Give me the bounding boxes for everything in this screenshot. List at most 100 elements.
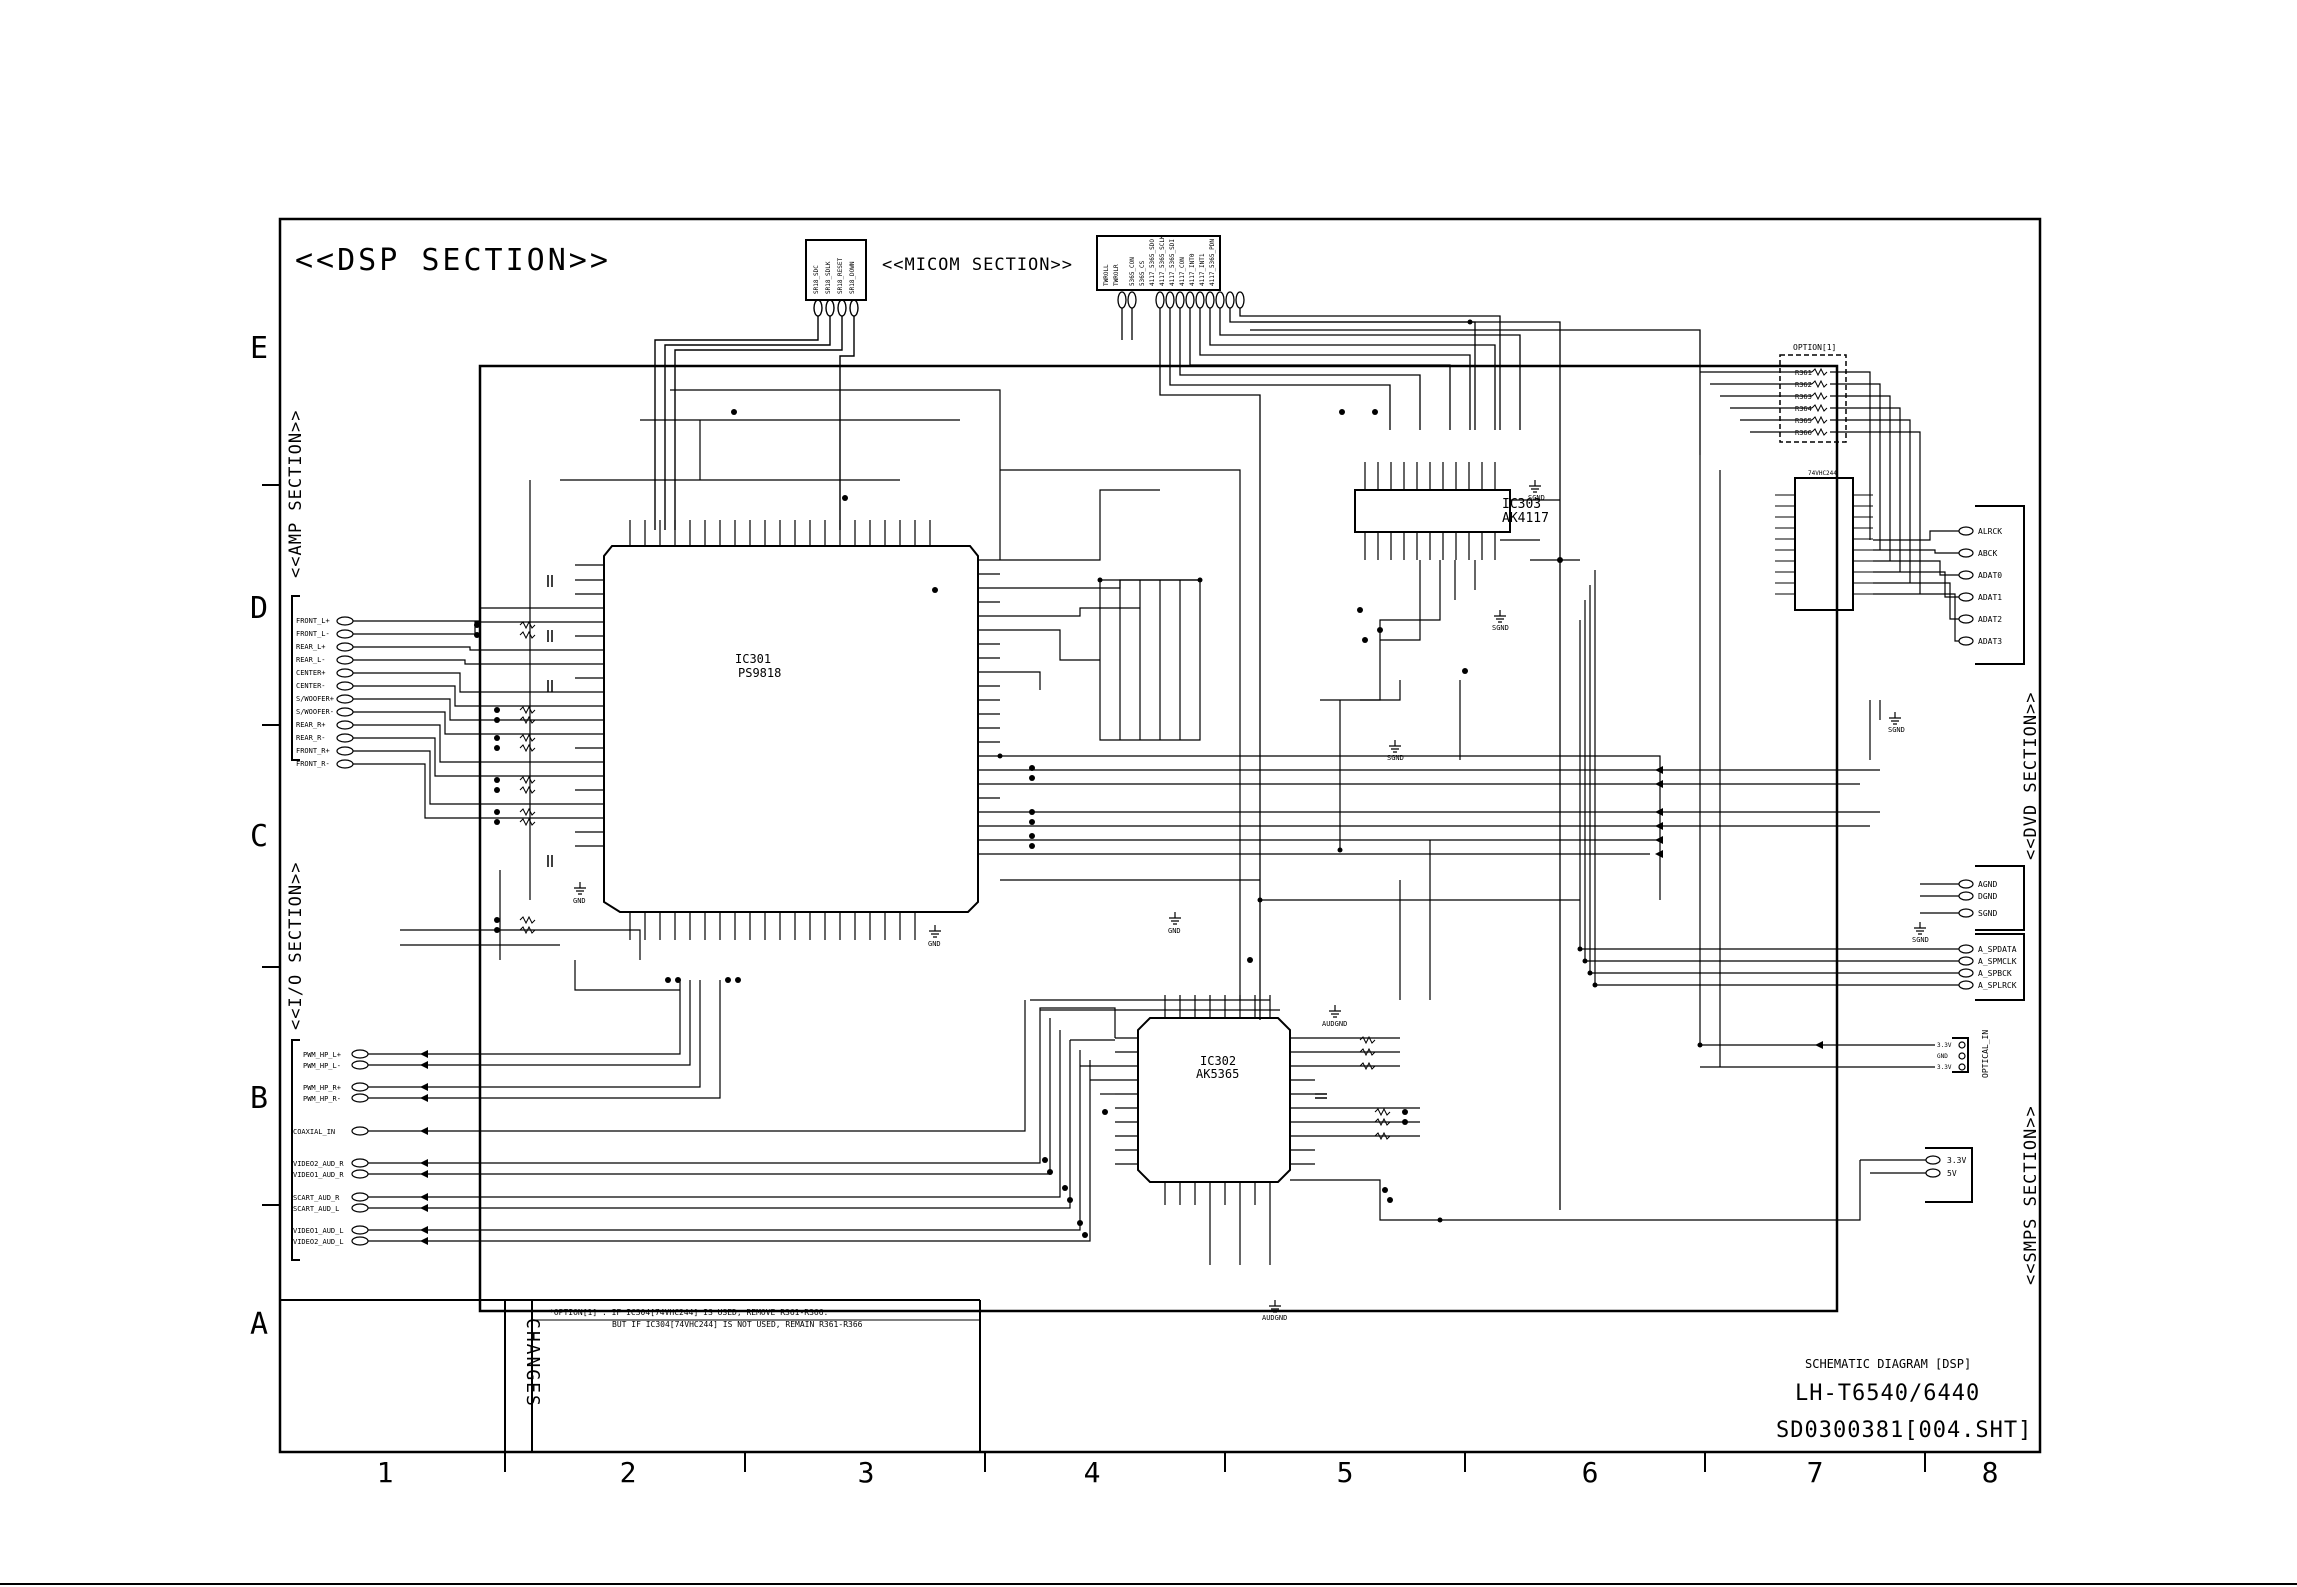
changes-label: CHANGES xyxy=(522,1318,543,1408)
svg-text:SCART_AUD_R: SCART_AUD_R xyxy=(293,1194,340,1202)
changes-block: CHANGES *OPTION[1] : IF IC304[74VHC244] … xyxy=(280,1299,981,1470)
optical-in-connector: OPTICAL_IN 3.3V GND 3.3V xyxy=(1700,1030,1990,1078)
option-note-line2: BUT IF IC304[74VHC244] IS NOT USED, REMA… xyxy=(612,1320,863,1329)
svg-text:GND: GND xyxy=(573,897,586,905)
svg-text:REAR_R-: REAR_R- xyxy=(296,734,326,742)
svg-text:A_SPLRCK: A_SPLRCK xyxy=(1978,981,2017,990)
svg-text:ADAT0: ADAT0 xyxy=(1978,571,2002,580)
svg-text:VIDEO2_AUD_R: VIDEO2_AUD_R xyxy=(293,1160,344,1168)
svg-text:4117_5365_SDI: 4117_5365_SDI xyxy=(1169,239,1176,286)
svg-text:4117_5365_SCLK: 4117_5365_SCLK xyxy=(1159,235,1166,286)
svg-text:AUDGND: AUDGND xyxy=(1322,1020,1347,1028)
micom-right-labels: TWROLL TWROLR 5365_CON 5365_CS 4117_5365… xyxy=(1103,235,1216,286)
row-label: D xyxy=(250,591,268,626)
svg-text:REAR_L-: REAR_L- xyxy=(296,656,326,664)
svg-text:SGND: SGND xyxy=(1912,936,1929,944)
svg-text:FRONT_L+: FRONT_L+ xyxy=(296,617,330,625)
dsp-board-outline xyxy=(478,364,1839,1313)
title-block: SCHEMATIC DIAGRAM [DSP] LH-T6540/6440 SD… xyxy=(1776,1357,2032,1443)
amp-section-title: <<AMP SECTION>> xyxy=(286,409,306,578)
capacitor-glyphs xyxy=(547,575,1327,1099)
svg-text:TWROLR: TWROLR xyxy=(1113,264,1120,286)
ic303-part: AK4117 xyxy=(1502,511,1549,526)
svg-text:SGND: SGND xyxy=(1888,726,1905,734)
ground-symbols xyxy=(574,480,1926,1313)
micom-left-labels: SR18_SDC SR18_SDLK SR18_RESET SR18_DOWN xyxy=(813,257,856,294)
svg-text:FRONT_R+: FRONT_R+ xyxy=(296,747,330,755)
svg-text:DGND: DGND xyxy=(1978,892,1997,901)
svg-text:ADAT1: ADAT1 xyxy=(1978,593,2002,602)
svg-text:ADAT3: ADAT3 xyxy=(1978,637,2002,646)
svg-text:AUDGND: AUDGND xyxy=(1262,1314,1287,1322)
svg-text:R361: R361 xyxy=(1795,369,1812,377)
svg-text:3.3V: 3.3V xyxy=(1937,1064,1952,1071)
dsp-section-title: <<DSP SECTION>> xyxy=(295,243,611,278)
svg-text:FRONT_L-: FRONT_L- xyxy=(296,630,330,638)
outer-frame xyxy=(278,217,2042,1454)
diagram-name: SCHEMATIC DIAGRAM [DSP] xyxy=(1805,1357,1971,1371)
row-labels: E D C B A xyxy=(250,331,268,1342)
svg-text:4117_CON: 4117_CON xyxy=(1179,257,1186,286)
svg-text:SR18_SDLK: SR18_SDLK xyxy=(825,261,832,294)
svg-text:TWROLL: TWROLL xyxy=(1103,264,1110,286)
svg-text:CENTER+: CENTER+ xyxy=(296,669,326,677)
svg-text:PWM_HP_L-: PWM_HP_L- xyxy=(303,1062,341,1070)
smps-section-title: <<SMPS SECTION>> xyxy=(2021,1105,2041,1285)
ic302-part: AK5365 xyxy=(1196,1067,1239,1081)
column-labels: 1 2 3 4 5 6 7 8 xyxy=(377,1456,1999,1489)
io-connector: PWM_HP_L+ PWM_HP_L- PWM_HP_R+ PWM_HP_R- … xyxy=(291,980,1091,1261)
model-number: LH-T6540/6440 xyxy=(1795,1381,1980,1406)
svg-text:R362: R362 xyxy=(1795,381,1812,389)
svg-text:ABCK: ABCK xyxy=(1978,549,1997,558)
svg-text:R365: R365 xyxy=(1795,417,1812,425)
svg-text:SGND: SGND xyxy=(1387,754,1404,762)
svg-text:VIDEO1_AUD_L: VIDEO1_AUD_L xyxy=(293,1227,344,1235)
page-edge-line xyxy=(0,1583,2297,1585)
dvd-section-title: <<DVD SECTION>> xyxy=(2021,691,2041,860)
svg-text:5365_CS: 5365_CS xyxy=(1139,260,1146,286)
svg-text:4117_INT0: 4117_INT0 xyxy=(1189,253,1196,286)
svg-text:SR18_RESET: SR18_RESET xyxy=(837,257,844,294)
row-label: E xyxy=(250,331,268,366)
svg-text:ALRCK: ALRCK xyxy=(1978,527,2002,536)
svg-text:VIDEO2_AUD_L: VIDEO2_AUD_L xyxy=(293,1238,344,1246)
dvd-connector-spdif: A_SPDATA A_SPMCLK A_SPBCK A_SPLRCK xyxy=(1580,933,2025,1001)
svg-text:S/WOOFER-: S/WOOFER- xyxy=(296,708,334,716)
svg-text:FRONT_R-: FRONT_R- xyxy=(296,760,330,768)
svg-text:A_SPMCLK: A_SPMCLK xyxy=(1978,957,2017,966)
column-label: 7 xyxy=(1807,1456,1824,1489)
svg-text:VIDEO1_AUD_R: VIDEO1_AUD_R xyxy=(293,1171,344,1179)
row-label: A xyxy=(250,1307,268,1342)
smps-connector: 3.3V 5V xyxy=(1860,1147,1973,1203)
micom-right-pins xyxy=(1117,291,1701,1210)
option-label: OPTION[1] xyxy=(1793,343,1836,352)
ic303-ref: IC303 xyxy=(1502,497,1541,512)
ground-labels: GND GND GND AUDGND AUDGND SGND SGND SGND… xyxy=(573,494,1929,1322)
row-label: B xyxy=(250,1081,268,1116)
column-label: 1 xyxy=(377,1456,394,1489)
wiring xyxy=(400,389,1881,1265)
ic304-part: 74VHC244 xyxy=(1808,470,1837,477)
svg-text:SGND: SGND xyxy=(1978,909,1997,918)
svg-text:CENTER-: CENTER- xyxy=(296,682,326,690)
svg-text:5V: 5V xyxy=(1947,1169,1957,1178)
dvd-connector-data: ALRCK ABCK ADAT0 ADAT1 ADAT2 ADAT3 xyxy=(1873,505,2025,665)
svg-text:SR18_SDC: SR18_SDC xyxy=(813,265,820,294)
svg-text:GND: GND xyxy=(928,940,941,948)
svg-text:A_SPBCK: A_SPBCK xyxy=(1978,969,2012,978)
micom-connector-right xyxy=(1096,235,1221,291)
column-label: 5 xyxy=(1337,1456,1354,1489)
column-label: 2 xyxy=(620,1456,637,1489)
svg-text:PWM_HP_R-: PWM_HP_R- xyxy=(303,1095,341,1103)
drawing-number: SD0300381[004.SHT] xyxy=(1776,1418,2032,1443)
svg-text:ADAT2: ADAT2 xyxy=(1978,615,2002,624)
row-ticks xyxy=(262,484,280,1206)
micom-left-pins xyxy=(654,299,859,530)
ic301-ref: IC301 xyxy=(735,652,771,666)
column-label: 8 xyxy=(1982,1456,1999,1489)
svg-text:SCART_AUD_L: SCART_AUD_L xyxy=(293,1205,339,1213)
svg-text:REAR_L+: REAR_L+ xyxy=(296,643,326,651)
row-label: C xyxy=(250,819,268,854)
svg-text:PWM_HP_L+: PWM_HP_L+ xyxy=(303,1051,341,1059)
